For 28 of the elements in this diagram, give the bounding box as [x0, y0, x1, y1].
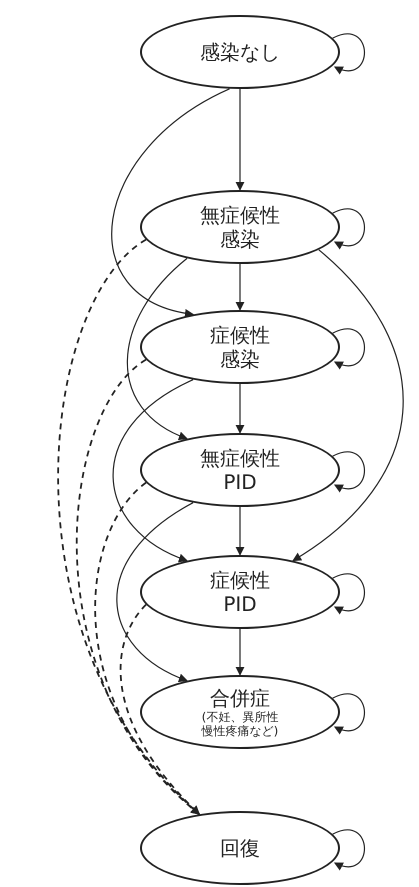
state-note: (不妊、異所性慢性疼痛など) — [200, 710, 280, 738]
arrow — [236, 89, 244, 191]
arrow — [236, 629, 244, 676]
state-label: 症候性感染 — [209, 323, 271, 371]
arrow — [236, 264, 244, 311]
self-loop-arrow — [332, 328, 366, 369]
state-label: 無症候性PID — [199, 446, 281, 494]
state-label: 感染なし — [199, 40, 281, 64]
self-loop-arrow — [332, 208, 366, 249]
arrow — [236, 384, 244, 434]
arrow — [116, 502, 194, 682]
arrow — [111, 88, 230, 317]
self-loop-arrow — [332, 694, 366, 734]
arrow — [112, 379, 194, 562]
arrow — [292, 249, 404, 562]
state-label: 症候性PID — [209, 568, 271, 616]
state-label: 無症候性感染 — [199, 203, 281, 251]
state-label: 回復 — [219, 836, 261, 860]
dashed-arrow — [94, 482, 200, 815]
arrow — [236, 507, 244, 556]
dashed-arrow — [120, 604, 200, 815]
arrow — [126, 258, 188, 440]
state-ellipse — [140, 310, 340, 384]
self-loop-arrow — [332, 574, 366, 614]
state-label: 合併症 — [209, 686, 271, 710]
self-loop-arrow — [332, 830, 366, 870]
self-loop-arrow — [332, 34, 366, 74]
self-loop-arrow — [332, 452, 366, 492]
